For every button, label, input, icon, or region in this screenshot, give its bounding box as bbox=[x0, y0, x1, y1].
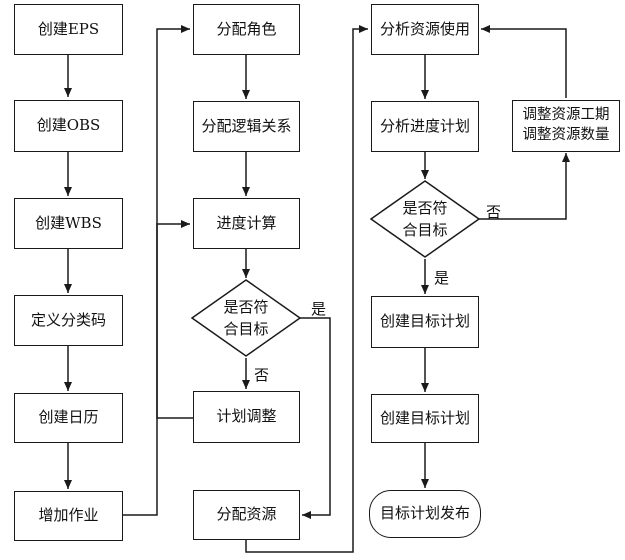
create-obs-box: 创建OBS bbox=[14, 100, 123, 152]
assign-resource-box: 分配资源 bbox=[193, 490, 300, 540]
yes-label-2: 是 bbox=[434, 269, 450, 287]
assign-role-box: 分配角色 bbox=[193, 4, 300, 55]
create-calendar-box: 创建日历 bbox=[14, 393, 123, 443]
decision-label-1: 是否符 合目标 bbox=[223, 298, 269, 338]
assign-logic-box: 分配逻辑关系 bbox=[193, 101, 300, 152]
create-eps-box: 创建EPS bbox=[14, 4, 123, 55]
add-activity-box: 增加作业 bbox=[14, 491, 123, 541]
analyze-schedule-box: 分析进度计划 bbox=[371, 101, 479, 152]
yes-label-1: 是 bbox=[311, 300, 327, 318]
no-label-1: 否 bbox=[254, 366, 270, 384]
create-wbs-box: 创建WBS bbox=[14, 198, 123, 249]
create-target-box-2: 创建目标计划 bbox=[371, 394, 479, 443]
no-label-2: 否 bbox=[486, 203, 502, 221]
decision-label-2: 是否符 合目标 bbox=[402, 199, 448, 239]
adjust-plan-box: 计划调整 bbox=[193, 391, 300, 443]
analyze-resource-box: 分析资源使用 bbox=[371, 4, 479, 55]
schedule-calc-box: 进度计算 bbox=[193, 198, 300, 249]
define-codes-box: 定义分类码 bbox=[14, 295, 123, 346]
publish-target-terminal: 目标计划发布 bbox=[369, 490, 481, 538]
adjust-resource-box: 调整资源工期 调整资源数量 bbox=[512, 100, 620, 152]
create-target-box-1: 创建目标计划 bbox=[371, 296, 479, 348]
